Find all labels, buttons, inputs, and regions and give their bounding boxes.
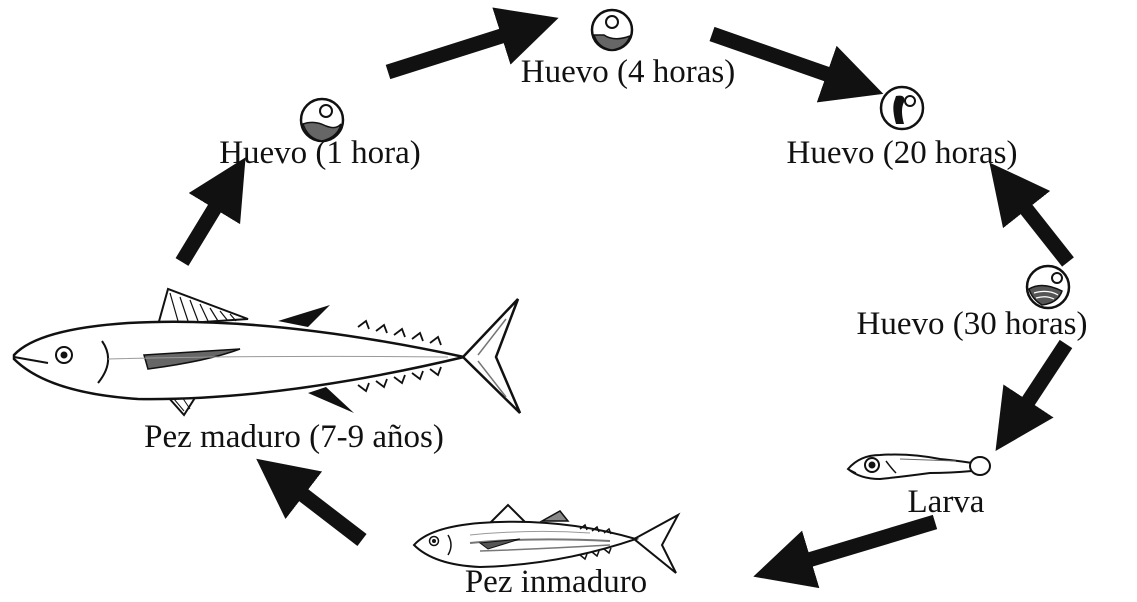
arrow-egg1h-to-egg4h [385,7,559,80]
arrow-egg30h-to-egg20h [989,162,1074,267]
larva-icon [846,453,991,481]
arrow-mature-to-egg1h [175,157,246,266]
arrow-egg30h-to-larva [995,339,1073,452]
stage-label-mature: Pez maduro (7-9 años) [144,419,444,455]
egg-cleavage-icon [590,8,634,52]
immature-fish-icon [412,503,681,574]
cycle-arrows [175,7,1074,589]
mature-fish-icon [12,287,522,417]
stage-label-egg-30h: Huevo (30 horas) [857,306,1088,342]
stage-label-egg-20h: Huevo (20 horas) [787,135,1018,171]
stage-label-immature: Pez inmaduro [465,564,647,600]
arrow-larva-to-immature [753,514,938,589]
stage-label-egg-1h: Huevo (1 hora) [219,135,421,171]
stage-label-larva: Larva [908,484,985,520]
stage-label-egg-4h: Huevo (4 horas) [521,54,735,90]
arrow-immature-to-mature [256,458,367,546]
egg-early-icon [299,97,345,143]
arrow-egg4h-to-egg20h [709,26,884,103]
egg-hatching-icon [1025,264,1071,310]
egg-embryo-icon [879,85,925,131]
